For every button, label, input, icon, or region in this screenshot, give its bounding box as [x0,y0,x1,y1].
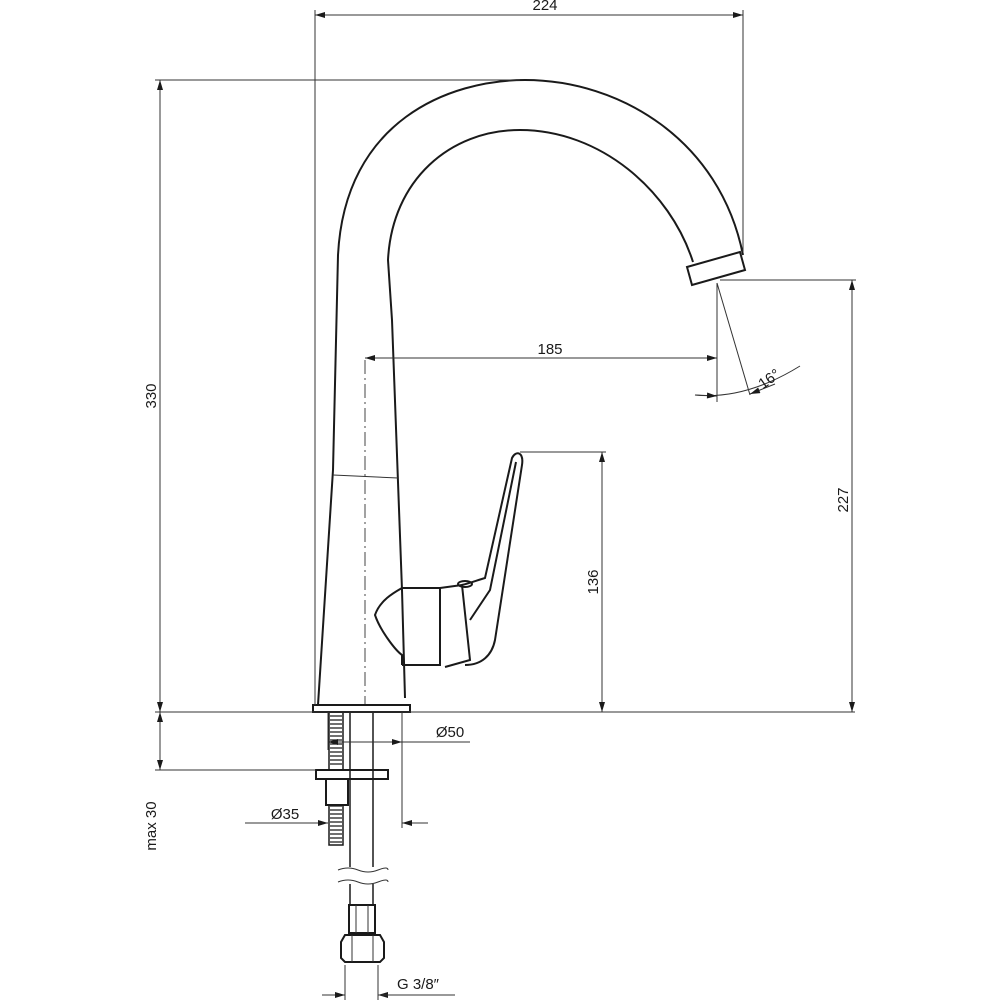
dim-185: 185 [537,341,562,358]
dim-224: 224 [532,0,557,14]
dim-16-degrees: 16° [755,366,783,393]
dim-227: 227 [835,487,852,512]
dim-diameter-35: Ø35 [271,806,299,823]
dim-max-30: max 30 [143,801,160,850]
dim-330: 330 [143,383,160,408]
dim-g-3-8: G 3/8″ [397,976,440,993]
faucet-body [312,78,747,713]
dim-diameter-50: Ø50 [436,724,464,741]
dimension-lines [155,10,856,1000]
dim-136: 136 [585,569,602,594]
mounting-parts [315,711,389,963]
